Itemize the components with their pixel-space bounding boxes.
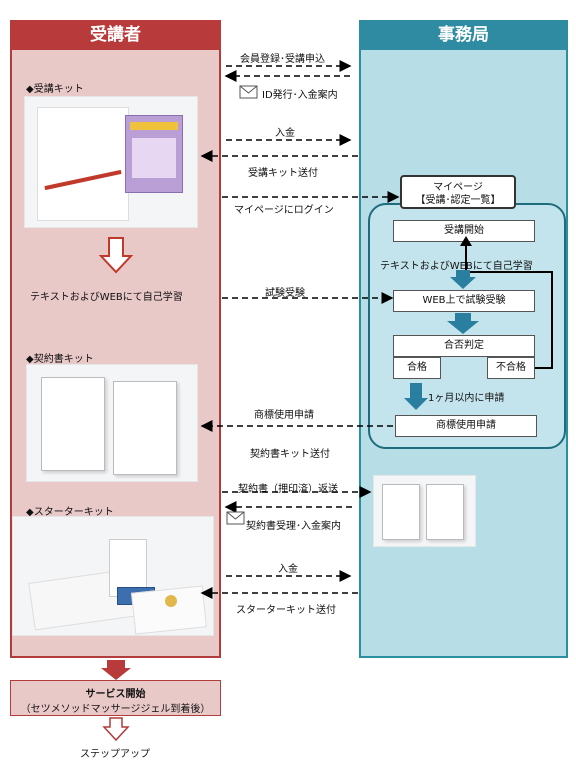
mypage-subtitle: 【受講･認定一覧】 (415, 195, 501, 206)
starter-kit-photo (12, 516, 214, 636)
web-exam-box: WEB上で試験受験 (393, 290, 535, 312)
left-self-study-label: テキストおよびWEBにて自己学習 (30, 292, 183, 303)
starter-kit-title: ◆スターターキット (26, 507, 114, 518)
msg-exam: 試験受験 (265, 288, 305, 299)
contract-doc-1 (41, 377, 105, 471)
fail-loop-line (465, 244, 553, 369)
contract-kit-photo (26, 364, 198, 482)
judgement-box: 合否判定 (393, 335, 535, 357)
msg-trademark: 商標使用申請 (254, 410, 314, 421)
left-down-arrow-shape (98, 237, 134, 274)
seal-image (165, 595, 177, 607)
msg-login: マイページにログイン (234, 205, 334, 216)
trademark-box: 商標使用申請 (395, 415, 537, 437)
msg-payment-1: 入金 (275, 128, 295, 139)
blue-arrow-2 (447, 313, 479, 334)
msg-contract-return: 契約書（押印済）返送 (238, 484, 338, 495)
returned-doc-2 (426, 484, 464, 540)
pass-box: 合格 (393, 357, 441, 379)
service-start-note: （セツメソッドマッサージジェル到着後） (20, 704, 211, 715)
handbook-image (125, 115, 183, 193)
envelope-icon (239, 85, 258, 99)
msg-starter-kit-send: スターターキット送付 (236, 605, 336, 616)
step-up-arrow-shape (102, 717, 130, 742)
within-month-label: 1ヶ月以内に申請 (428, 393, 505, 404)
msg-course-kit-send: 受講キット送付 (248, 168, 318, 179)
service-arrow-shape (101, 660, 131, 680)
msg-id-issue: ID発行･入金案内 (262, 90, 338, 101)
msg-contract-kit-send: 契約書キット送付 (250, 449, 330, 460)
blue-arrow-1 (450, 270, 476, 289)
mypage-title: マイページ (433, 182, 483, 193)
service-start-title: サービス開始 (85, 689, 146, 700)
contract-doc-2 (113, 381, 177, 475)
fail-loop-arrowhead (460, 236, 472, 246)
participant-header: 受講者 (10, 20, 221, 50)
step-up-label: ステップアップ (80, 749, 150, 760)
returned-contract-photo (373, 475, 476, 547)
office-header: 事務局 (359, 20, 568, 50)
mypage-box[interactable]: マイページ 【受講･認定一覧】 (400, 175, 516, 209)
blue-arrow-3 (404, 383, 428, 410)
msg-register: 会員登録･受講申込 (240, 54, 325, 65)
textbook-image (37, 107, 129, 221)
service-start-box: サービス開始 （セツメソッドマッサージジェル到着後） (10, 680, 221, 716)
contract-kit-title: ◆契約書キット (26, 354, 94, 365)
envelope-icon-2 (226, 511, 245, 525)
msg-payment-2: 入金 (278, 564, 298, 575)
course-kit-title: ◆受講キット (26, 84, 84, 95)
course-kit-photo (24, 96, 198, 228)
fail-box: 不合格 (487, 357, 535, 379)
returned-doc-1 (382, 484, 420, 540)
right-self-study-label: テキストおよびWEBにて自己学習 (380, 261, 533, 272)
msg-contract-received: 契約書受理･入金案内 (246, 521, 341, 532)
